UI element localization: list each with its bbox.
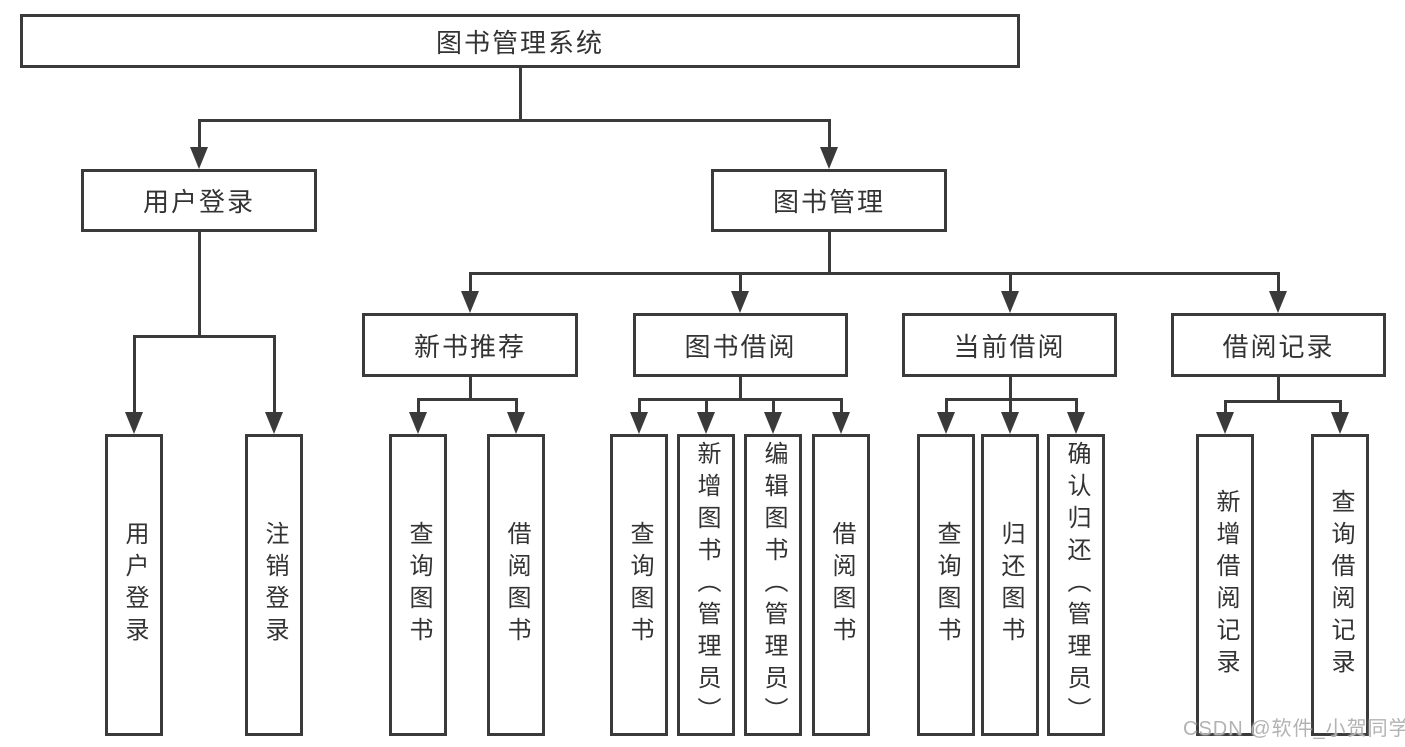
leaf-query-books-recommend-label: 查询图书 <box>405 521 432 649</box>
connector-line <box>272 335 276 414</box>
connector-line <box>197 119 831 122</box>
csdn-watermark: CSDN @软件_小贺同学 <box>1183 718 1405 740</box>
node-book-borrow-label: 图书借阅 <box>684 331 797 362</box>
arrowhead-icon <box>731 291 749 313</box>
leaf-add-books-admin: 新增图书（管理员） <box>677 434 735 736</box>
leaf-logout-label: 注销登录 <box>261 521 288 649</box>
node-book-management: 图书管理 <box>711 169 947 232</box>
node-borrow-records: 借阅记录 <box>1171 313 1386 377</box>
connector-line <box>468 377 472 401</box>
connector-line <box>637 398 843 401</box>
arrowhead-icon <box>832 412 850 434</box>
arrowhead-icon <box>630 412 648 434</box>
arrowhead-icon <box>764 412 782 434</box>
node-new-book-recommend-label: 新书推荐 <box>413 331 526 362</box>
leaf-borrow-books-recommend-label: 借阅图书 <box>503 521 530 649</box>
connector-line <box>518 68 522 122</box>
connector-line <box>839 398 843 414</box>
arrowhead-icon <box>937 412 955 434</box>
connector-line <box>416 398 518 401</box>
node-new-book-recommend: 新书推荐 <box>362 313 578 377</box>
node-user-login: 用户登录 <box>81 169 317 232</box>
connector-line <box>514 398 518 414</box>
connector-line <box>1276 377 1280 403</box>
leaf-user-login: 用户登录 <box>105 434 163 736</box>
node-book-management-label: 图书管理 <box>772 187 885 217</box>
connector-line <box>132 335 136 414</box>
connector-line <box>1074 398 1078 414</box>
connector-line <box>197 232 201 338</box>
connector-line <box>738 272 742 293</box>
arrowhead-icon <box>1067 412 1085 434</box>
node-current-borrow-label: 当前借阅 <box>953 331 1066 362</box>
arrowhead-icon <box>409 412 427 434</box>
connector-line <box>132 335 276 338</box>
connector-line <box>1008 272 1012 293</box>
connector-line <box>1223 400 1342 403</box>
arrowhead-icon <box>1331 412 1349 434</box>
leaf-add-borrow-record: 新增借阅记录 <box>1196 434 1254 736</box>
connector-line <box>1223 400 1227 414</box>
leaf-logout: 注销登录 <box>245 434 303 736</box>
leaf-confirm-return-admin: 确认归还（管理员） <box>1047 434 1105 736</box>
leaf-borrow-books-recommend: 借阅图书 <box>487 434 545 736</box>
connector-line <box>827 119 831 149</box>
arrowhead-icon <box>190 147 208 169</box>
connector-line <box>197 119 201 149</box>
node-borrow-records-label: 借阅记录 <box>1222 331 1335 362</box>
leaf-query-books-recommend: 查询图书 <box>389 434 447 736</box>
arrowhead-icon <box>507 412 525 434</box>
leaf-borrow-books-label: 借阅图书 <box>828 521 855 649</box>
connector-line <box>637 398 641 414</box>
leaf-query-books-borrow: 查询图书 <box>610 434 668 736</box>
leaf-query-borrow-record: 查询借阅记录 <box>1311 434 1369 736</box>
leaf-query-books-current-label: 查询图书 <box>933 521 960 649</box>
leaf-return-books: 归还图书 <box>981 434 1039 736</box>
connector-line <box>1008 398 1012 414</box>
leaf-add-books-admin-label: 新增图书（管理员） <box>693 441 720 729</box>
leaf-borrow-books: 借阅图书 <box>812 434 870 736</box>
leaf-query-books-borrow-label: 查询图书 <box>626 521 653 649</box>
connector-line <box>1338 400 1342 414</box>
arrowhead-icon <box>1269 291 1287 313</box>
connector-line <box>1008 377 1012 401</box>
node-book-borrow: 图书借阅 <box>633 313 848 377</box>
node-user-login-label: 用户登录 <box>142 187 255 217</box>
leaf-query-borrow-record-label: 查询借阅记录 <box>1327 489 1354 681</box>
connector-line <box>827 232 831 275</box>
arrowhead-icon <box>461 291 479 313</box>
arrowhead-icon <box>1001 412 1019 434</box>
connector-line <box>771 398 775 414</box>
arrowhead-icon <box>820 147 838 169</box>
leaf-edit-books-admin-label: 编辑图书（管理员） <box>760 441 787 729</box>
leaf-confirm-return-admin-label: 确认归还（管理员） <box>1063 441 1090 729</box>
arrowhead-icon <box>265 412 283 434</box>
connector-line <box>468 272 1280 275</box>
arrowhead-icon <box>697 412 715 434</box>
leaf-edit-books-admin: 编辑图书（管理员） <box>744 434 802 736</box>
leaf-add-borrow-record-label: 新增借阅记录 <box>1212 489 1239 681</box>
arrowhead-icon <box>125 412 143 434</box>
leaf-user-login-label: 用户登录 <box>121 521 148 649</box>
node-current-borrow: 当前借阅 <box>902 313 1117 377</box>
connector-line <box>738 377 742 401</box>
arrowhead-icon <box>1001 291 1019 313</box>
leaf-query-books-current: 查询图书 <box>917 434 975 736</box>
leaf-return-books-label: 归还图书 <box>997 521 1024 649</box>
connector-line <box>944 398 948 414</box>
connector-line <box>1276 272 1280 293</box>
arrowhead-icon <box>1216 412 1234 434</box>
connector-line <box>468 272 472 293</box>
node-root: 图书管理系统 <box>20 14 1020 68</box>
connector-line <box>704 398 708 414</box>
node-root-label: 图书管理系统 <box>435 27 604 58</box>
connector-line <box>416 398 420 414</box>
